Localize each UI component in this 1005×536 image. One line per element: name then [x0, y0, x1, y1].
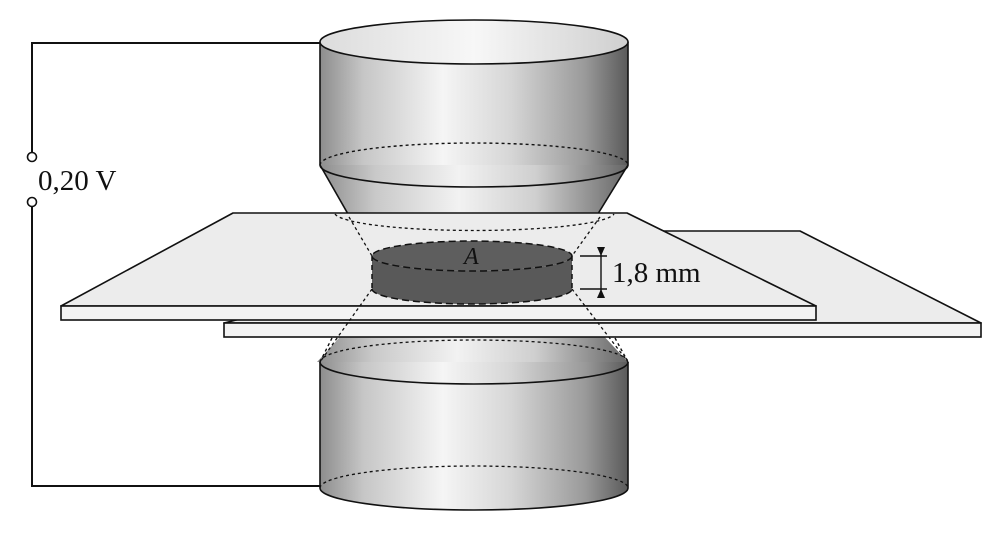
area-label: A	[462, 244, 479, 270]
wire-bottom	[31, 204, 320, 487]
thickness-dimension	[580, 247, 607, 298]
weld-nugget	[371, 240, 573, 305]
circuit-wires	[31, 42, 320, 487]
lower-electrode	[319, 339, 629, 511]
terminal-bottom	[26, 196, 38, 208]
upper-electrode-top	[319, 19, 629, 65]
terminal-top	[26, 151, 38, 163]
voltage-label: 0,20 V	[38, 165, 116, 197]
thickness-label: 1,8 mm	[612, 257, 701, 289]
wire-top	[31, 42, 320, 152]
